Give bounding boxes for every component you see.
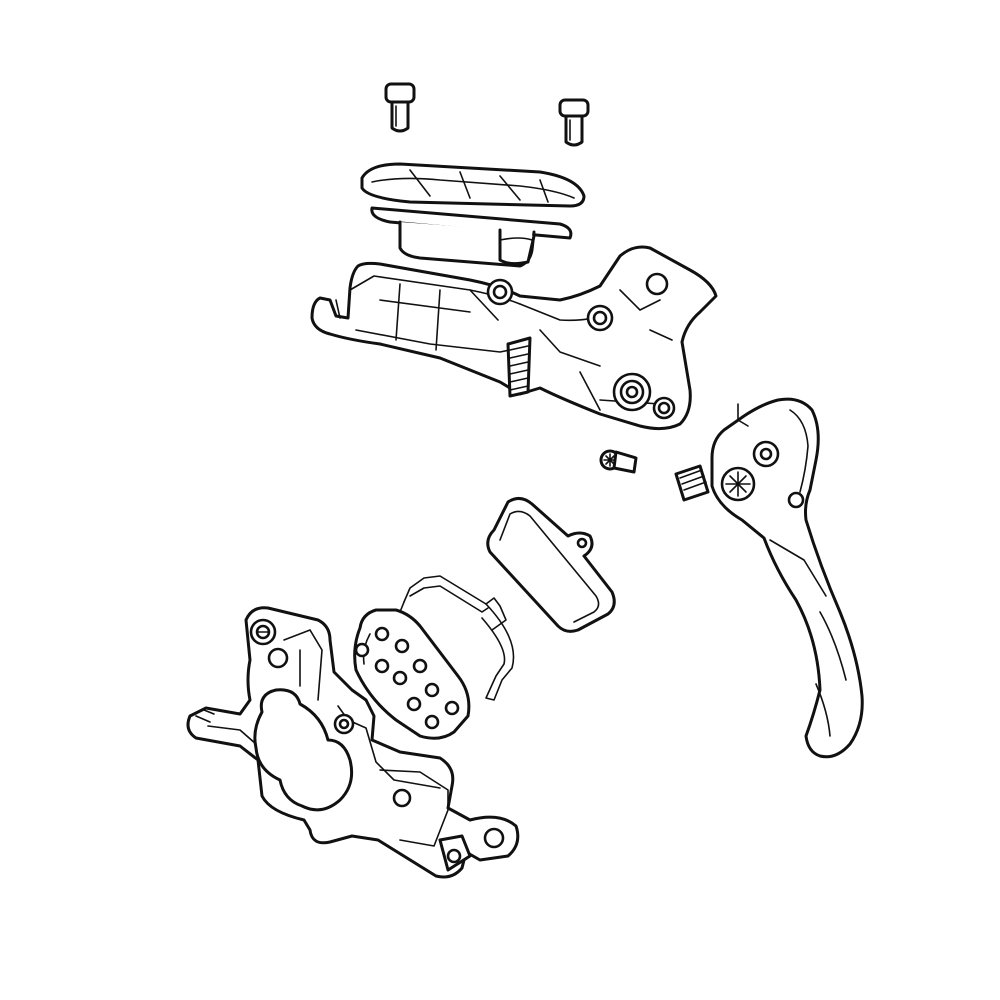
brake-lever-blade: [710, 397, 864, 759]
brake-caliper: [186, 606, 520, 879]
reservoir-cap: [360, 162, 586, 208]
master-cylinder-body: [310, 245, 718, 431]
brake-pad-right: [486, 497, 616, 633]
diaphragm: [370, 206, 573, 268]
pivot-screw: [599, 449, 638, 474]
cap-screw-left: [384, 82, 416, 133]
pivot-bolt: [674, 464, 710, 502]
brake-pad-left: [353, 608, 471, 740]
pad-spring: [399, 575, 515, 701]
cap-screw-right: [558, 98, 590, 147]
